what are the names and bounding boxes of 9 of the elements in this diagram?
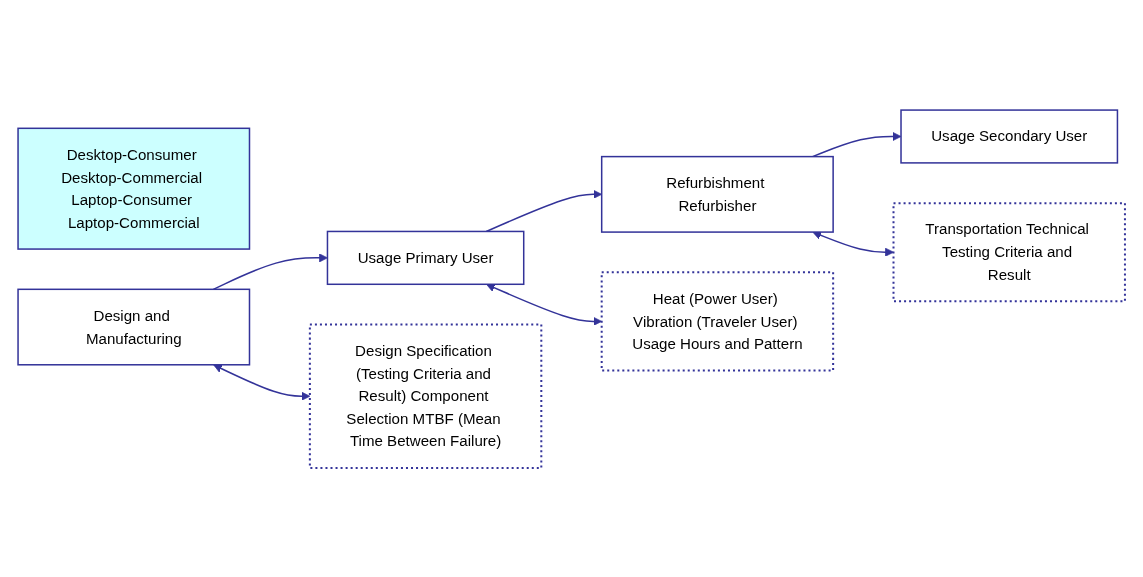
node-box: Design Specification (Testing Criteria and Result) Component Selection MTBF (Mean Time Between Failure) bbox=[308, 323, 543, 469]
node-box: Refurbishment Refurbisher bbox=[600, 155, 834, 233]
arrow bbox=[812, 230, 894, 257]
node-box: Transportation Technical Testing Criteria and Result bbox=[892, 201, 1126, 302]
node-box: Usage Secondary User bbox=[900, 108, 1119, 164]
node-box: Desktop-Consumer Desktop-Commercial Laptop-Consumer Laptop-Commercial bbox=[17, 127, 251, 250]
node-box: Heat (Power User) Vibration (Traveler User) Usage Hours and Pattern bbox=[600, 270, 835, 371]
node-box: Design and Manufacturing bbox=[17, 288, 251, 366]
node-box: Usage Primary User bbox=[326, 230, 525, 285]
